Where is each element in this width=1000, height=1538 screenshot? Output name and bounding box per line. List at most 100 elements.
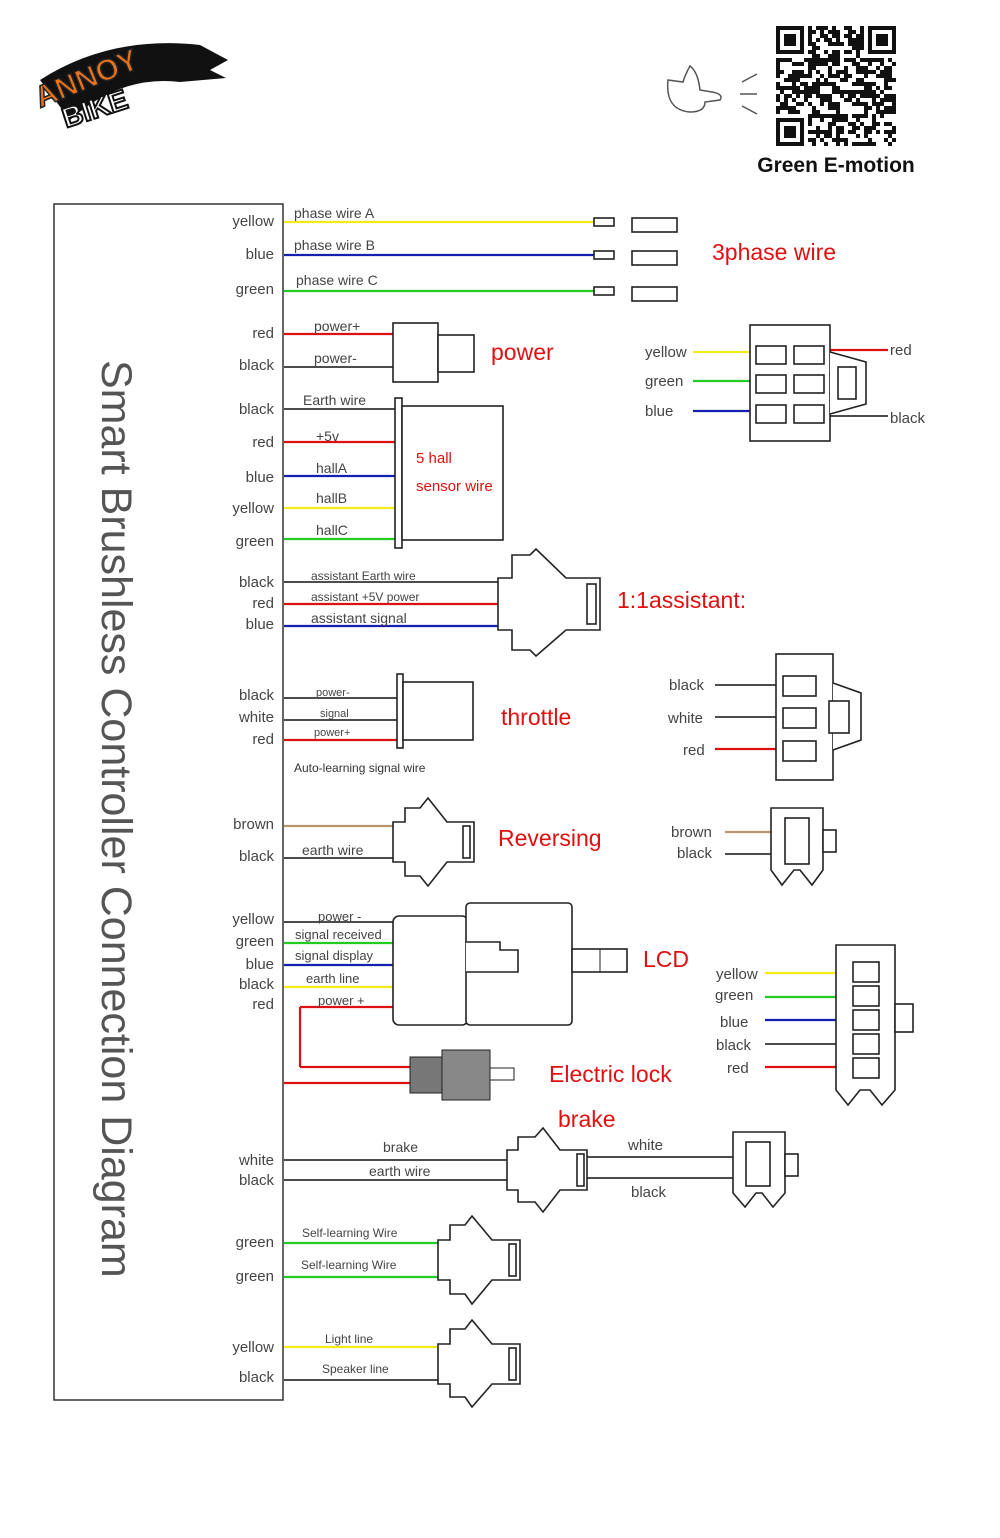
- left-label-green: green: [236, 533, 274, 550]
- lcd-received-label: signal received: [295, 927, 382, 942]
- hall-c-label: hallC: [316, 522, 348, 538]
- controller-wire-labels: yellow blue green red black black red blue yello…: [232, 213, 274, 1386]
- left-label-yellow: yellow: [232, 213, 274, 230]
- left-label-yellow: yellow: [232, 1339, 274, 1356]
- brake-earth-label: earth wire: [369, 1163, 431, 1179]
- electric-lock-connector: [409, 1049, 515, 1101]
- left-label-black: black: [239, 976, 275, 993]
- phase-connectors: [593, 217, 678, 302]
- lcd-plus-label: power +: [318, 993, 365, 1008]
- left-label-blue: blue: [246, 469, 274, 486]
- lcd-minus-label: power -: [318, 909, 361, 924]
- selflearn-connector: [437, 1214, 521, 1306]
- brake-connector: [506, 1126, 588, 1214]
- lcd-title: LCD: [643, 946, 689, 972]
- throttle-right-black: black: [669, 677, 705, 694]
- throttle-right-red: red: [683, 742, 705, 759]
- lcd-earth-label: earth line: [306, 971, 359, 986]
- left-label-black: black: [239, 401, 275, 418]
- reversing-right-connector: [770, 807, 837, 887]
- power-connector: [392, 322, 475, 383]
- hall-connector: [394, 397, 504, 549]
- left-label-green: green: [236, 1234, 274, 1251]
- phase-a-label: phase wire A: [294, 205, 375, 221]
- phase-b-label: phase wire B: [294, 237, 375, 253]
- lcd-right-yellow: yellow: [716, 966, 758, 983]
- left-label-black: black: [239, 1369, 275, 1386]
- selflearn-label-2: Self-learning Wire: [301, 1258, 397, 1272]
- brake-right-connector: [732, 1131, 799, 1209]
- lcd-right-green: green: [715, 987, 753, 1004]
- assistant-earth-label: assistant Earth wire: [311, 569, 416, 583]
- throttle-title: throttle: [501, 704, 571, 730]
- left-label-white: white: [238, 1152, 274, 1169]
- left-label-red: red: [252, 595, 274, 612]
- left-label-black: black: [239, 687, 275, 704]
- left-label-yellow: yellow: [232, 500, 274, 517]
- electric-lock-title: Electric lock: [549, 1061, 672, 1087]
- lcd-right-red: red: [727, 1060, 749, 1077]
- lcd-right-black: black: [716, 1037, 752, 1054]
- lcd-display-label: signal display: [295, 948, 374, 963]
- hall-a-label: hallA: [316, 460, 348, 476]
- left-label-white: white: [238, 709, 274, 726]
- left-label-blue: blue: [246, 956, 274, 973]
- left-label-black: black: [239, 357, 275, 374]
- left-label-blue: blue: [246, 616, 274, 633]
- throttle-signal-label: signal: [320, 708, 349, 720]
- lcd-right-connector: [835, 944, 914, 1107]
- left-label-green: green: [236, 281, 274, 298]
- selflearn-label-1: Self-learning Wire: [302, 1226, 398, 1240]
- brake-title: brake: [558, 1106, 616, 1132]
- phase-c-label: phase wire C: [296, 272, 378, 288]
- hall-b-label: hallB: [316, 490, 347, 506]
- right-phase-blue: blue: [645, 403, 673, 420]
- throttle-plus-label: power+: [314, 727, 350, 739]
- throttle-note: Auto-learning signal wire: [294, 761, 426, 775]
- wires: [284, 220, 888, 1381]
- reversing-right-brown: brown: [671, 824, 712, 841]
- power-title: power: [491, 339, 554, 365]
- left-label-brown: brown: [233, 816, 274, 833]
- phase-hall-6pin-connector: [749, 324, 867, 442]
- left-label-black: black: [239, 574, 275, 591]
- reversing-title: Reversing: [498, 825, 602, 851]
- reversing-right-black: black: [677, 845, 713, 862]
- right-phase-green: green: [645, 373, 683, 390]
- light-connector: [437, 1318, 521, 1409]
- throttle-minus-label: power-: [316, 687, 350, 699]
- left-label-blue: blue: [246, 246, 274, 263]
- reversing-connector: [392, 796, 475, 888]
- controller-box: [53, 203, 284, 1401]
- hall-title-2: sensor wire: [416, 478, 493, 495]
- speaker-line-label: Speaker line: [322, 1362, 389, 1376]
- throttle-right-connector: [775, 653, 862, 781]
- left-label-green: green: [236, 1268, 274, 1285]
- brake-right-white: white: [627, 1137, 663, 1154]
- assistant-5v-label: assistant +5V power: [311, 590, 419, 604]
- left-label-red: red: [252, 325, 274, 342]
- qr-code[interactable]: [776, 26, 896, 146]
- power-plus-label: power+: [314, 318, 360, 334]
- light-line-label: Light line: [325, 1332, 373, 1346]
- left-label-green: green: [236, 933, 274, 950]
- annoy-bike-logo: ANNOY BIKE: [30, 43, 228, 135]
- left-label-black: black: [239, 848, 275, 865]
- three-phase-title: 3phase wire: [712, 239, 836, 265]
- right-phase-black: black: [890, 410, 926, 427]
- left-label-yellow: yellow: [232, 911, 274, 928]
- left-label-red: red: [252, 996, 274, 1013]
- throttle-connector: [396, 673, 474, 749]
- diagram-title: Smart Brushless Controller Connection Di…: [92, 360, 140, 1278]
- hall-earth-label: Earth wire: [303, 392, 366, 408]
- brake-brake-label: brake: [383, 1139, 418, 1155]
- lcd-connector: [392, 902, 628, 1026]
- right-phase-yellow: yellow: [645, 344, 687, 361]
- left-label-red: red: [252, 731, 274, 748]
- throttle-right-white: white: [667, 710, 703, 727]
- pointing-hand-icon: [666, 64, 758, 115]
- reversing-earth-label: earth wire: [302, 842, 364, 858]
- left-label-black: black: [239, 1172, 275, 1189]
